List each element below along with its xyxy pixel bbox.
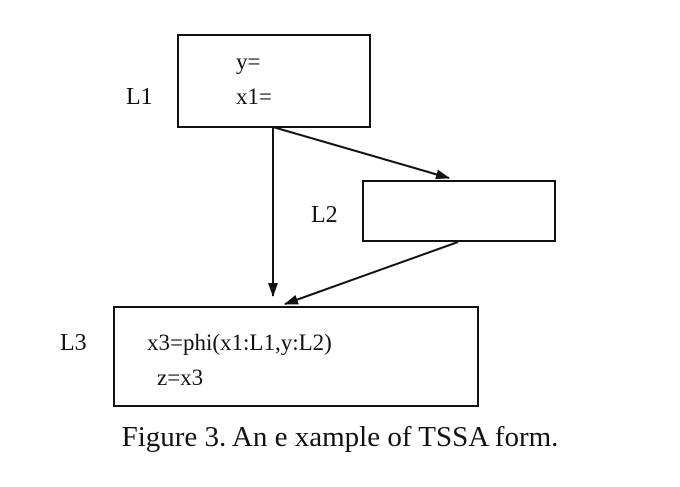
cfg-diagram: L1 y= x1= L2 L3 x3=phi(x1:L1,y:L2) z=x3 <box>60 34 556 407</box>
block-l1: L1 y= x1= <box>126 34 371 128</box>
edge-l1-to-l2 <box>272 126 450 180</box>
figure-caption: Figure 3. An e xample of TSSA form. <box>121 421 559 453</box>
block-l2-label: L2 <box>311 202 338 228</box>
block-l3-label: L3 <box>60 330 87 356</box>
block-l1-label: L1 <box>126 84 153 110</box>
block-l3-line-2: z=x3 <box>157 365 203 390</box>
block-l3-box <box>113 306 479 407</box>
block-l3: L3 x3=phi(x1:L1,y:L2) z=x3 <box>60 306 479 407</box>
block-l1-line-2: x1= <box>236 84 272 109</box>
block-l2-box <box>362 180 556 242</box>
block-l2: L2 <box>311 180 556 242</box>
block-l1-line-1: y= <box>236 49 260 74</box>
edge-l2-to-l3 <box>284 241 459 305</box>
block-l3-line-1: x3=phi(x1:L1,y:L2) <box>147 330 332 355</box>
block-l1-box <box>177 34 371 128</box>
